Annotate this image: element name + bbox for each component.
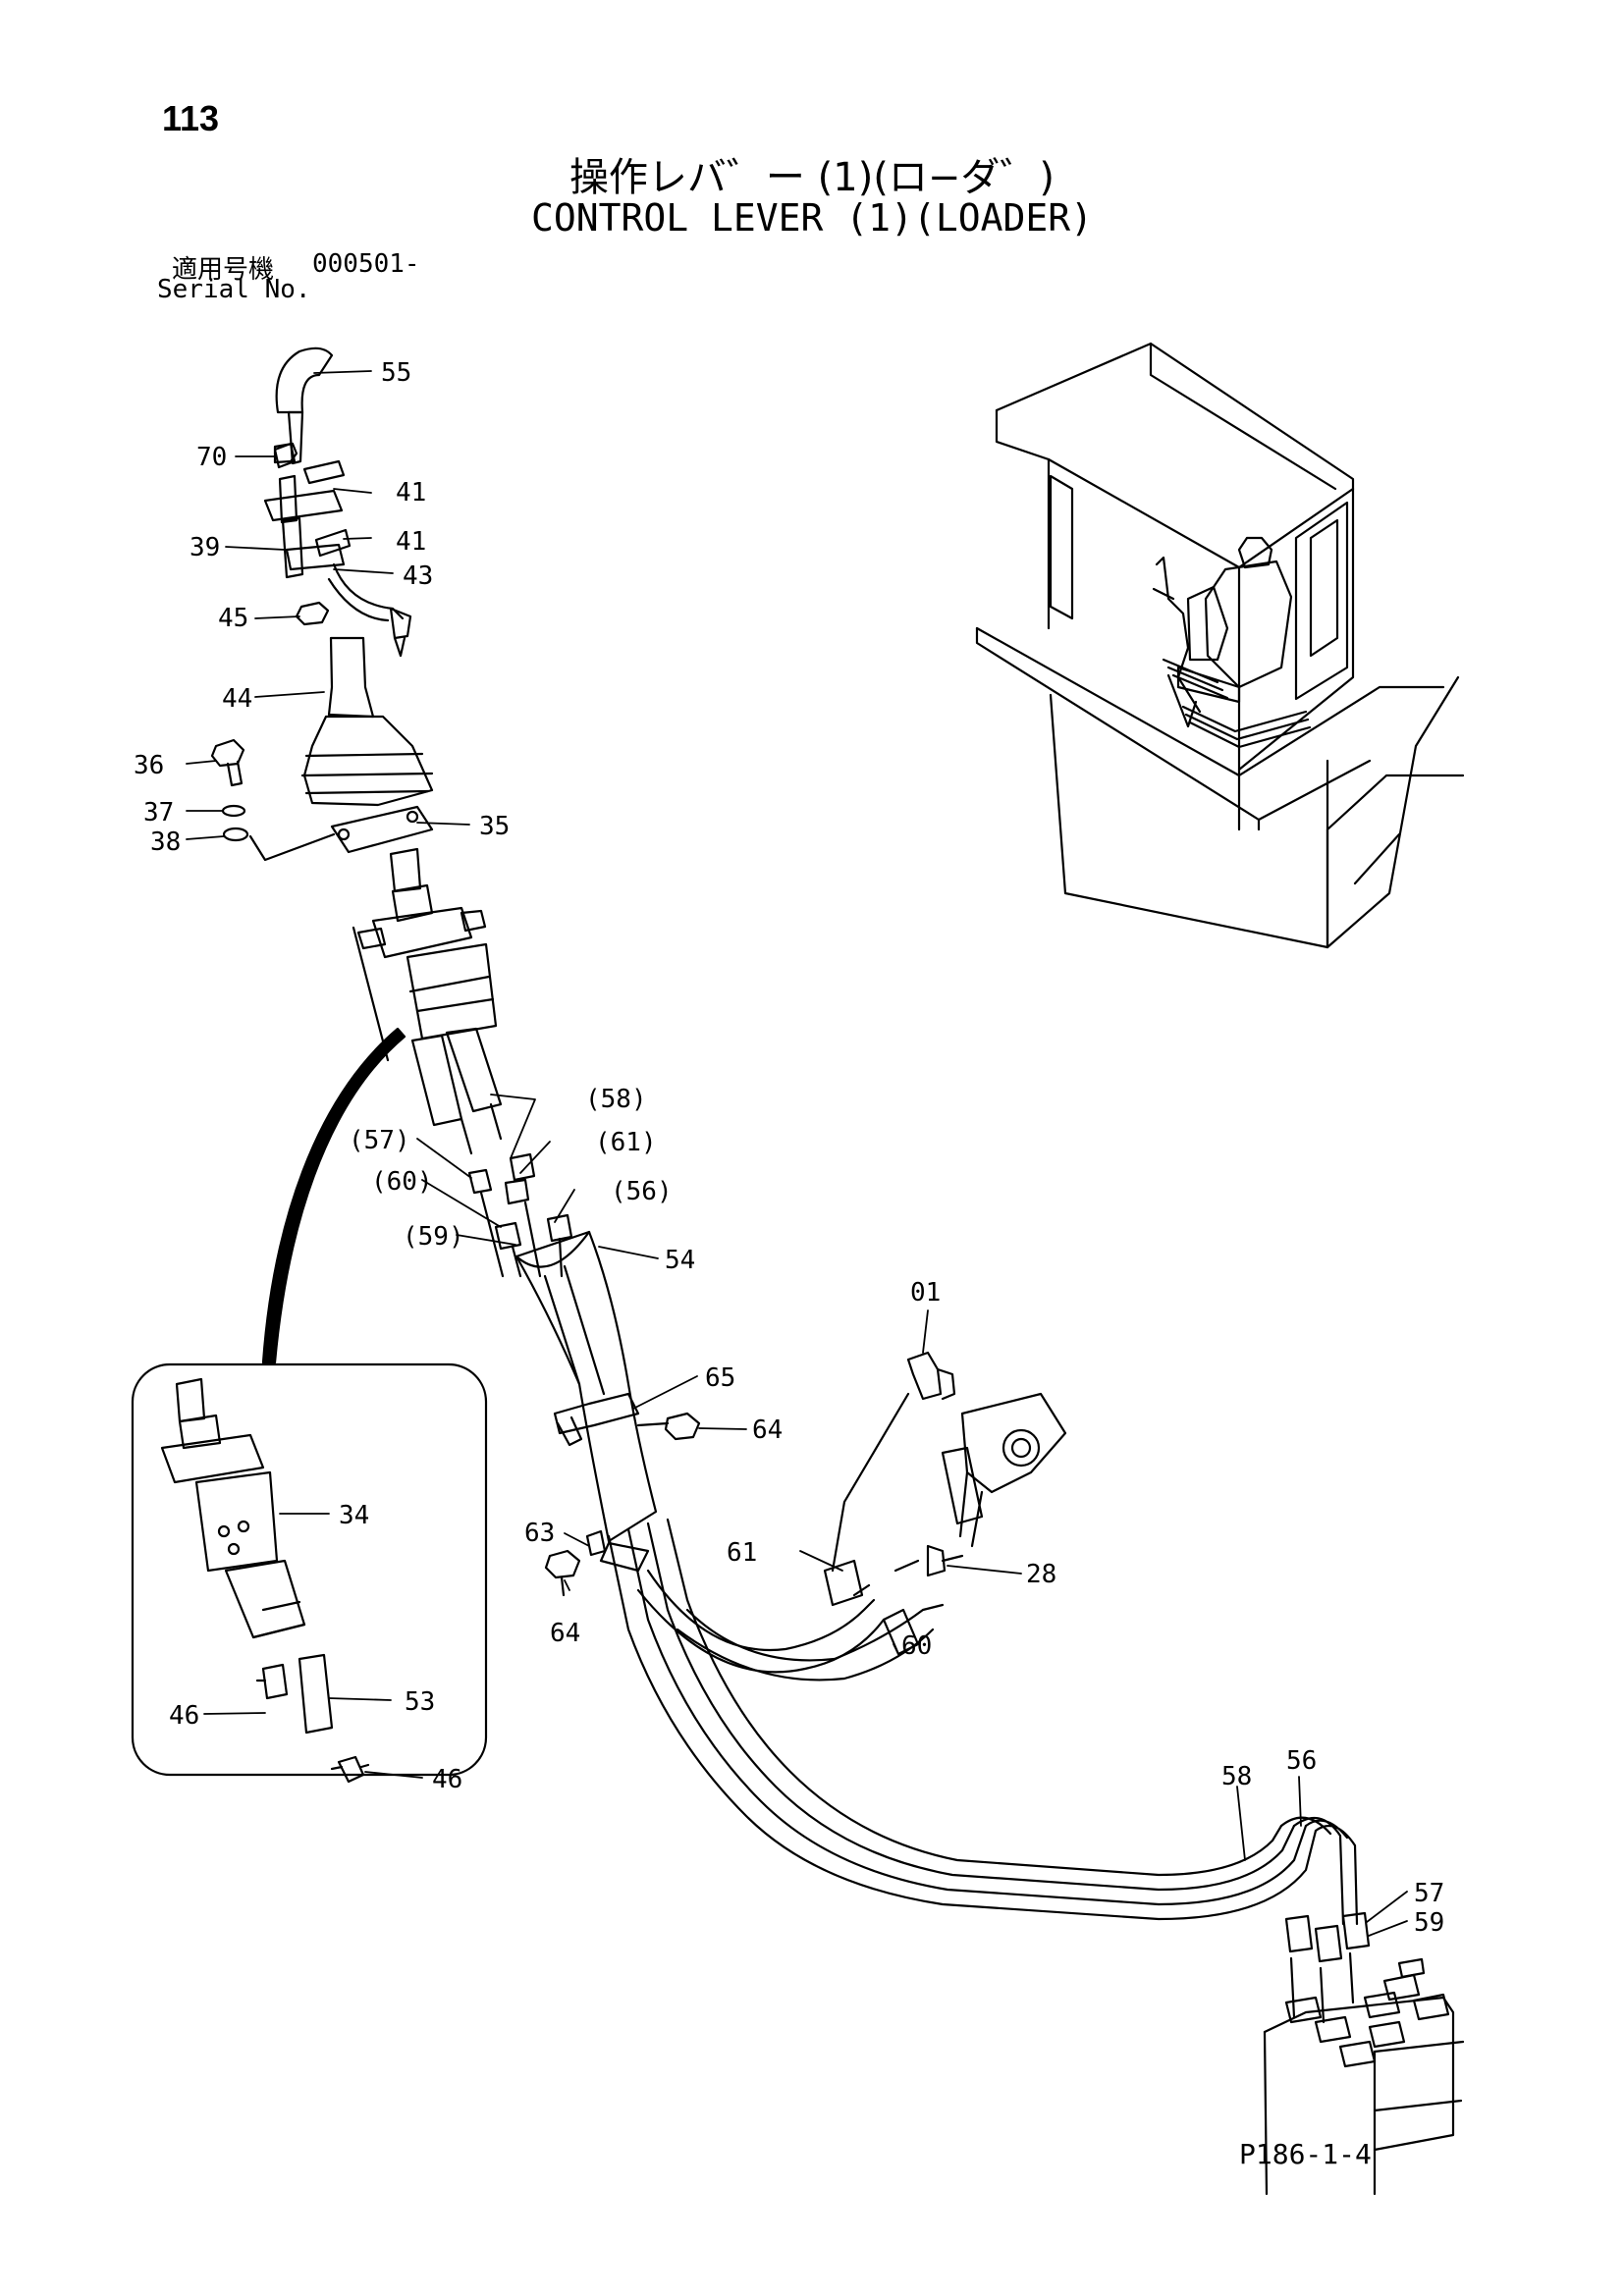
serial-range: 000501-	[312, 249, 420, 279]
serial-label: Serial No.	[157, 275, 311, 304]
callout-58b: 58	[1221, 1762, 1252, 1791]
callout-44: 44	[222, 684, 252, 714]
callout-59: (59)	[403, 1222, 464, 1252]
callout-65: 65	[705, 1363, 735, 1393]
callout-45: 45	[218, 604, 248, 633]
callout-53: 53	[405, 1687, 435, 1717]
callout-56: (56)	[611, 1177, 673, 1206]
callout-58: (58)	[585, 1085, 647, 1114]
callout-41b: 41	[396, 527, 426, 557]
callout-59b: 59	[1414, 1908, 1444, 1938]
serial-label-japanese: 適用号機	[172, 255, 275, 285]
detail-inset	[131, 1362, 488, 1784]
callout-63: 63	[524, 1519, 555, 1548]
callout-61b: 61	[727, 1538, 757, 1568]
callout-38: 38	[150, 828, 181, 857]
callout-70: 70	[196, 443, 227, 472]
lever-grip-assembly	[210, 347, 434, 862]
page-number: 113	[162, 98, 220, 138]
callout-labels: 55 70 41 39 41 43 45 44 36 37 38 35 (58)…	[134, 358, 1444, 1938]
callout-54: 54	[665, 1246, 695, 1275]
pilot-valve-assembly	[261, 847, 1371, 1963]
callout-57: (57)	[349, 1126, 410, 1155]
page-title: CONTROL LEVER (1)(LOADER)	[531, 196, 1093, 240]
callout-61: (61)	[595, 1128, 657, 1157]
callout-64: 64	[752, 1415, 783, 1445]
callout-39: 39	[189, 533, 220, 562]
callout-60: (60)	[371, 1167, 433, 1197]
callout-46b: 46	[432, 1765, 462, 1794]
callout-36: 36	[134, 751, 164, 780]
callout-01: 01	[910, 1278, 941, 1308]
callout-60b: 60	[901, 1631, 932, 1661]
page-title-japanese: 操作レバ゛ー (1)(ロ−ダ゛)	[568, 155, 1056, 200]
callout-43: 43	[403, 561, 433, 591]
callout-46: 46	[169, 1701, 199, 1731]
page-reference: P186-1-4	[1239, 2138, 1372, 2170]
cab-overview-drawing	[975, 342, 1465, 949]
callout-57b: 57	[1414, 1879, 1444, 1908]
callout-28: 28	[1026, 1560, 1056, 1589]
callout-leaders	[186, 370, 1408, 1937]
callout-37: 37	[143, 798, 174, 828]
callout-64b: 64	[550, 1619, 580, 1648]
callout-35: 35	[479, 812, 510, 841]
callout-41: 41	[396, 478, 426, 507]
callout-55: 55	[381, 358, 411, 388]
callout-56b: 56	[1286, 1746, 1317, 1776]
control-valve-block	[1263, 1951, 1465, 2196]
callout-34: 34	[339, 1501, 369, 1530]
